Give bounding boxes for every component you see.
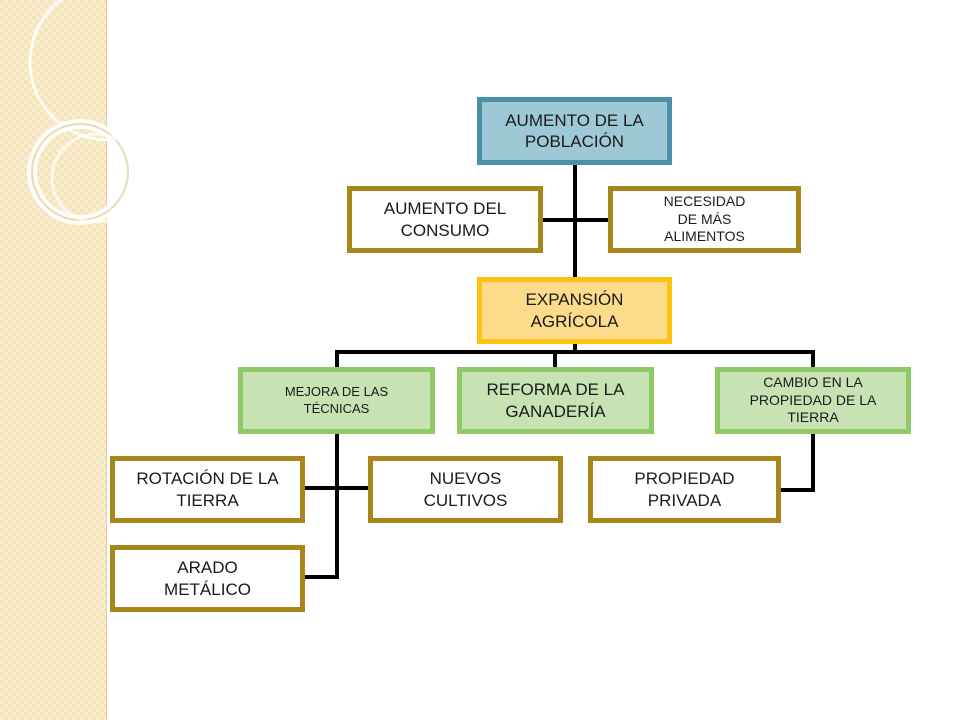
node-metal-plough-label: ARADO METÁLICO [164,558,251,599]
node-food-need-label: NECESIDAD DE MÁS ALIMENTOS [663,193,746,245]
node-consumption-increase: AUMENTO DEL CONSUMO [347,186,543,253]
node-technique-improvement: MEJORA DE LAS TÉCNICAS [238,367,435,434]
node-land-rotation-label: ROTACIÓN DE LA TIERRA [136,469,279,510]
node-private-property: PROPIEDAD PRIVADA [588,456,781,523]
node-population-increase: AUMENTO DE LA POBLACIÓN [477,97,672,165]
node-property-change: CAMBIO EN LA PROPIEDAD DE LA TIERRA [715,367,911,434]
node-agricultural-expansion-label: EXPANSIÓN AGRÍCOLA [525,290,624,331]
node-land-rotation: ROTACIÓN DE LA TIERRA [110,456,305,523]
node-property-change-label: CAMBIO EN LA PROPIEDAD DE LA TIERRA [749,374,877,426]
node-consumption-increase-label: AUMENTO DEL CONSUMO [383,199,507,240]
node-metal-plough: ARADO METÁLICO [110,545,305,612]
node-technique-improvement-label: MEJORA DE LAS TÉCNICAS [284,384,389,416]
node-new-crops-label: NUEVOS CULTIVOS [423,469,508,510]
node-food-need: NECESIDAD DE MÁS ALIMENTOS [608,186,801,253]
node-private-property-label: PROPIEDAD PRIVADA [634,469,735,510]
node-population-increase-label: AUMENTO DE LA POBLACIÓN [505,110,644,151]
node-livestock-reform: REFORMA DE LA GANADERÍA [457,367,654,434]
decorative-circles [27,0,130,225]
node-agricultural-expansion: EXPANSIÓN AGRÍCOLA [477,277,672,344]
node-livestock-reform-label: REFORMA DE LA GANADERÍA [486,380,625,421]
node-new-crops: NUEVOS CULTIVOS [368,456,563,523]
